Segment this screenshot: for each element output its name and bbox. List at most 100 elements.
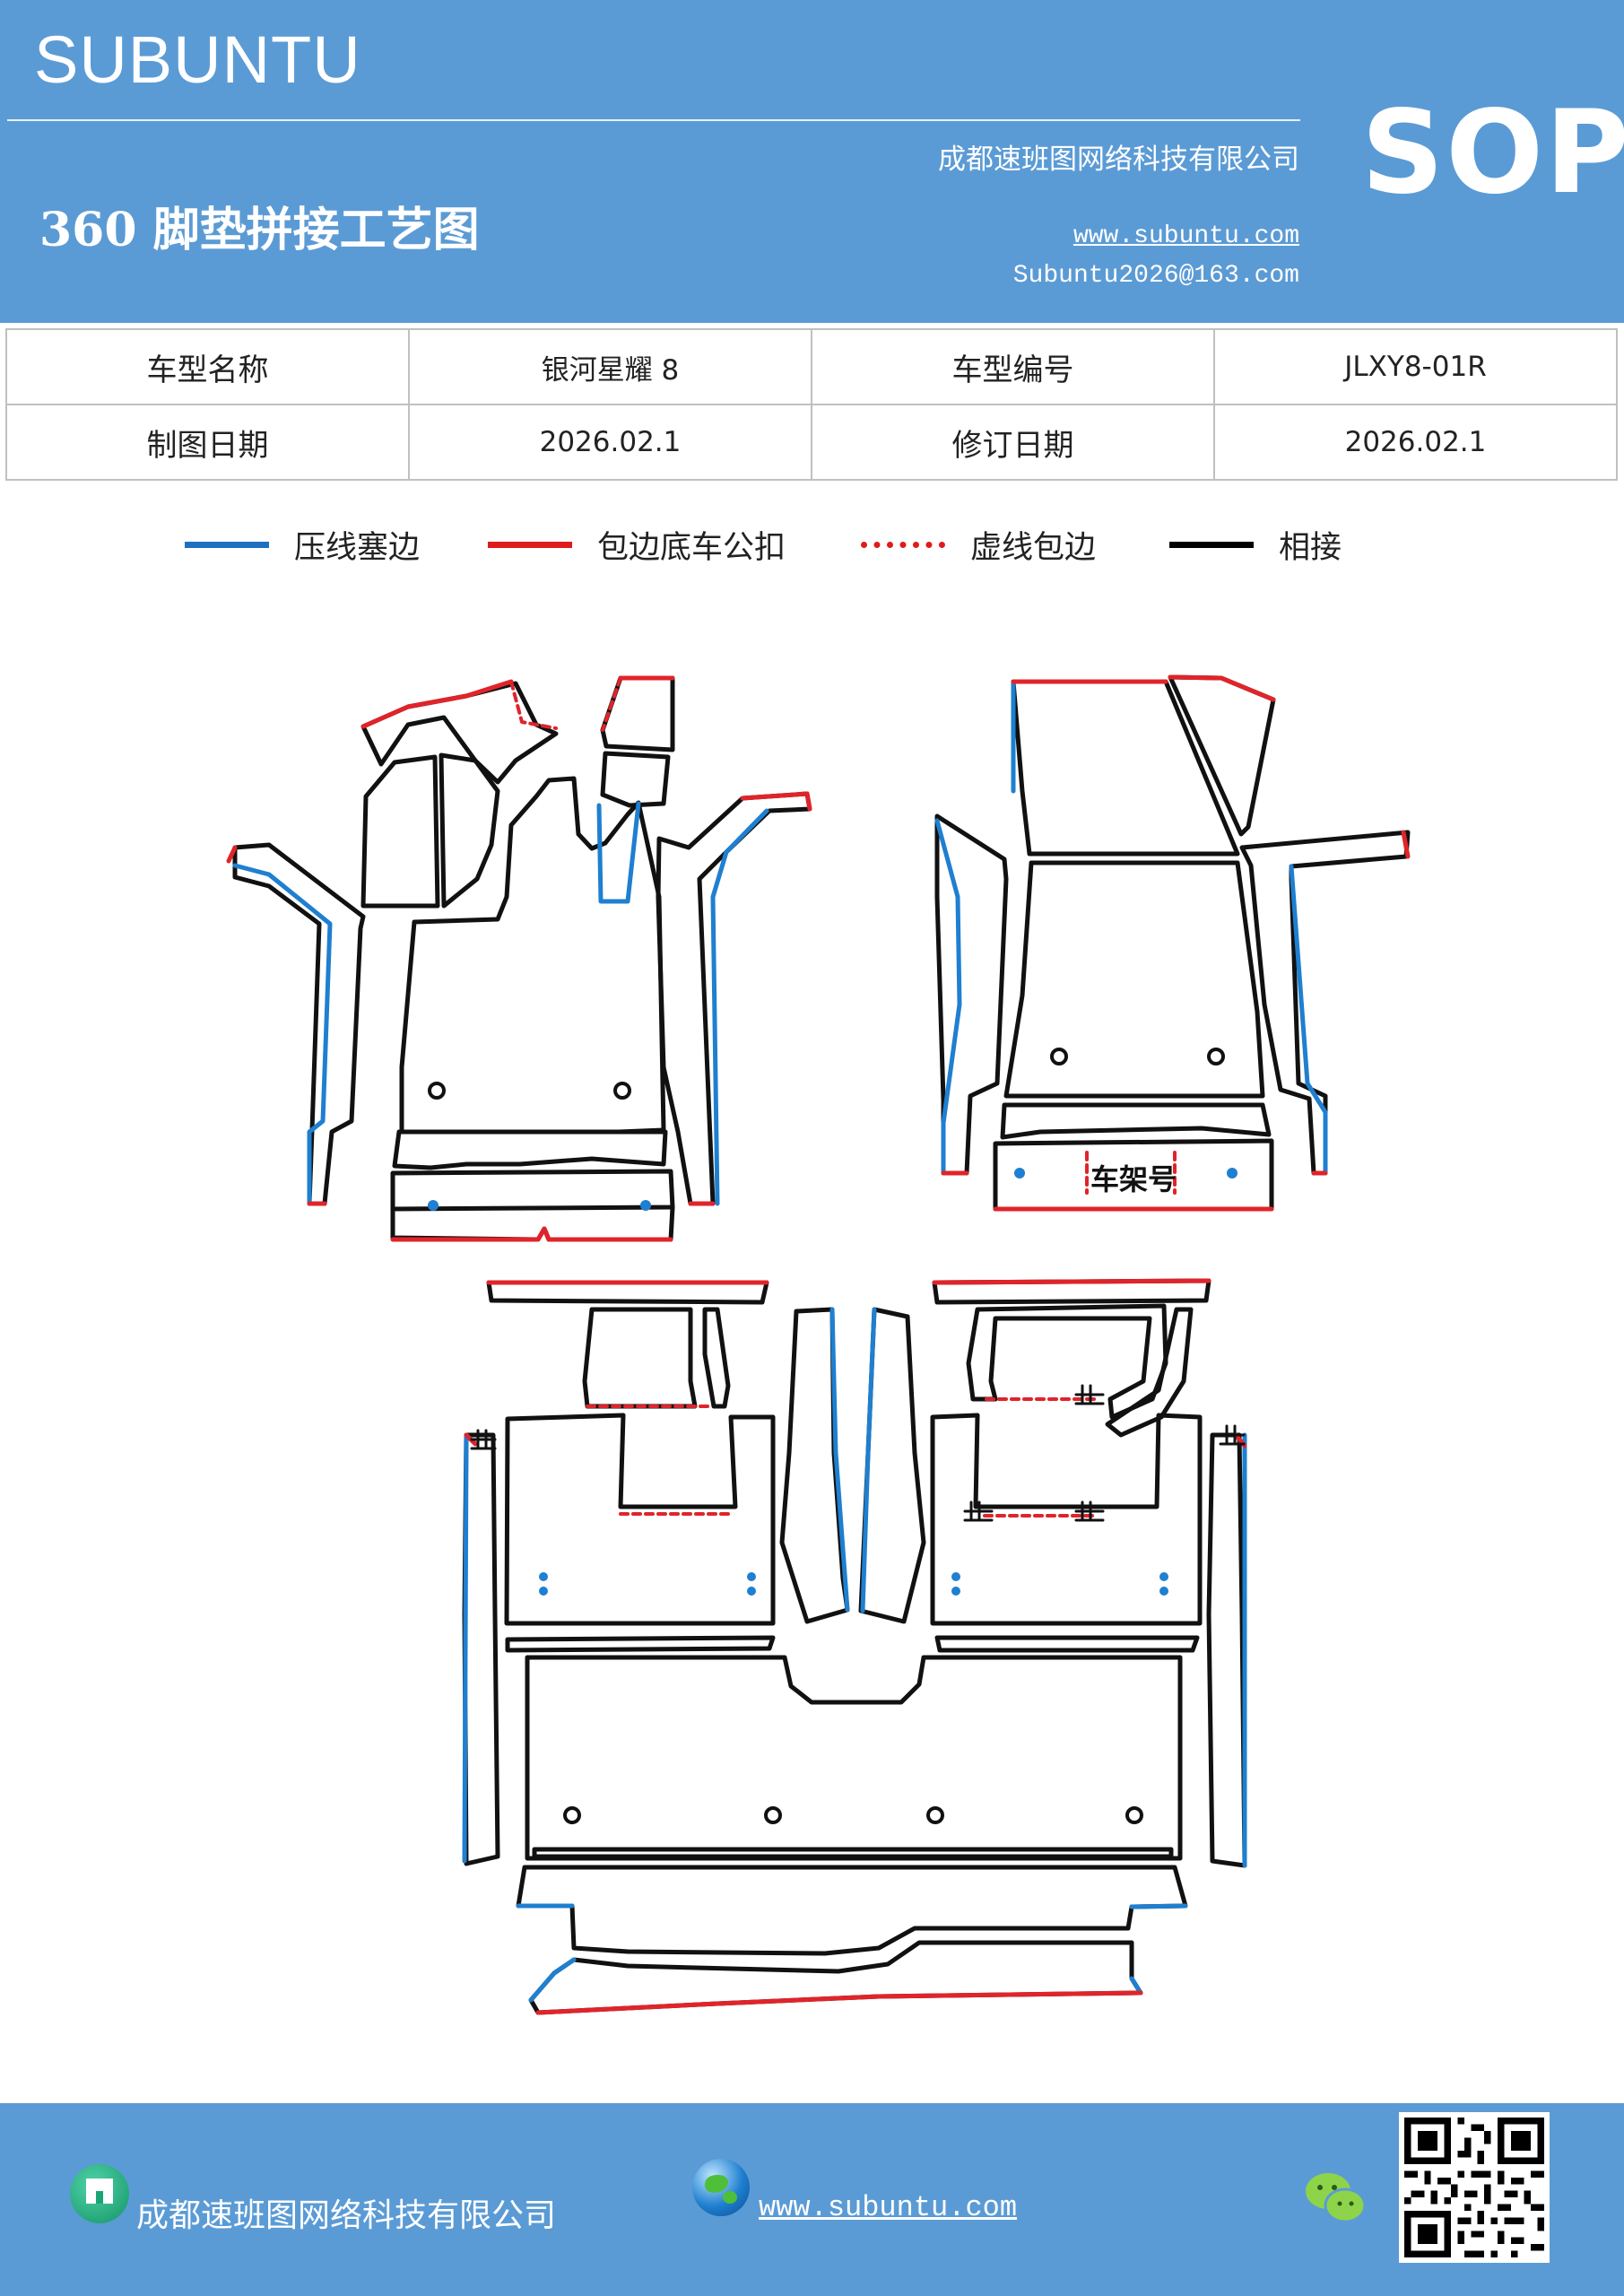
joint-marker-icon xyxy=(470,1429,497,1450)
table-row: 车型名称 银河星耀 8 车型编号 JLXY8-01R xyxy=(5,328,1618,405)
press-edge xyxy=(1289,864,1328,1176)
press-edge xyxy=(860,1307,877,1613)
press-edge xyxy=(462,1432,469,1864)
joint-markers xyxy=(470,1384,1246,1522)
page-title: 360 脚垫拼接工艺图 xyxy=(39,203,480,257)
mat-rear-left-strip xyxy=(486,1280,769,1305)
header-website-link[interactable]: www.subuntu.com xyxy=(1073,222,1299,250)
mat-rear-left-thin xyxy=(702,1307,731,1409)
press-dot xyxy=(951,1587,960,1596)
press-dot xyxy=(428,1200,439,1211)
qr-code xyxy=(1399,2112,1550,2263)
company-icon xyxy=(70,2164,129,2223)
table-cell-value: 银河星耀 8 xyxy=(408,328,812,405)
footer: 成都速班图网络科技有限公司 www.subuntu.com xyxy=(0,2103,1624,2296)
edge-binding-layer xyxy=(226,674,1411,2015)
info-table: 车型名称 银河星耀 8 车型编号 JLXY8-01R 制图日期 2026.02.… xyxy=(5,328,1618,481)
mat-rear-right-seat xyxy=(930,1413,1203,1626)
mat-piece-top-right xyxy=(600,675,675,752)
mat-piece-wedge xyxy=(439,752,500,909)
clip-hole xyxy=(926,1806,944,1824)
mat-piece-small xyxy=(600,751,671,808)
mat-rear-left-tab xyxy=(582,1307,698,1409)
globe-icon xyxy=(692,2159,750,2216)
legend-swatch xyxy=(185,542,269,548)
footer-company: 成都速班图网络科技有限公司 xyxy=(136,2197,557,2234)
header: SUBUNTU 360 脚垫拼接工艺图 成都速班图网络科技有限公司 www.su… xyxy=(0,0,1624,323)
press-edge xyxy=(528,1957,577,2003)
mat-front-strip xyxy=(390,1205,675,1242)
press-dot xyxy=(747,1572,756,1581)
joint-marker-icon xyxy=(1219,1424,1246,1446)
press-edge xyxy=(596,801,641,904)
clip-hole xyxy=(563,1806,581,1824)
table-cell-value: 2026.02.1 xyxy=(408,404,812,481)
legend-label: 包边底车公扣 xyxy=(597,530,786,566)
mat-rear-left-lip xyxy=(505,1635,776,1653)
brand-logo: SUBUNTU xyxy=(34,22,361,97)
legend: 压线塞边 包边底车公扣 虚线包边 相接 xyxy=(0,522,1624,576)
edge-binding xyxy=(740,791,812,812)
mat-center-strip xyxy=(656,791,812,1206)
press-dot xyxy=(1014,1168,1025,1178)
edge-binding xyxy=(535,1990,1143,2015)
dashed-edge-layer xyxy=(509,676,1177,1518)
legend-item-press: 压线塞边 xyxy=(185,522,420,568)
table-row: 制图日期 2026.02.1 修订日期 2026.02.1 xyxy=(5,404,1618,481)
legend-item-edge: 包边底车公扣 xyxy=(488,522,786,568)
outline-layer xyxy=(232,674,1411,2015)
clip-hole xyxy=(428,1082,446,1100)
joint-marker-icon xyxy=(1074,1500,1105,1522)
table-cell-value: JLXY8-01R xyxy=(1213,328,1618,405)
dashed-edge xyxy=(509,680,558,730)
legend-swatch xyxy=(1169,542,1254,548)
edge-binding xyxy=(1401,830,1411,859)
mat-rear-right-lip xyxy=(934,1635,1200,1653)
press-edge xyxy=(232,863,333,1206)
mat-right-top xyxy=(1011,679,1240,857)
mat-piece-left-panel xyxy=(360,754,440,909)
clip-hole xyxy=(1050,1048,1068,1065)
legend-label: 虚线包边 xyxy=(970,530,1097,566)
legend-item-dashed: 虚线包边 xyxy=(861,522,1096,568)
legend-label: 压线塞边 xyxy=(294,530,421,566)
header-divider xyxy=(7,119,1300,121)
press-dot xyxy=(539,1572,548,1581)
footer-website-link[interactable]: www.subuntu.com xyxy=(759,2191,1018,2224)
edge-binding xyxy=(932,1278,1211,1285)
press-dot xyxy=(951,1572,960,1581)
mat-rear-left-sill xyxy=(462,1432,500,1866)
mat-rear-floor-main xyxy=(525,1655,1183,1861)
mat-right-left-sill xyxy=(934,813,1009,1176)
mat-right-heel xyxy=(1000,1102,1272,1140)
press-dot xyxy=(747,1587,756,1596)
legend-item-joint: 相接 xyxy=(1169,522,1342,568)
press-edge xyxy=(1129,1903,1188,1909)
press-edge xyxy=(710,808,769,1206)
sop-badge: SOP xyxy=(1361,86,1624,220)
qr-code-pattern xyxy=(1404,2118,1544,2257)
table-cell-value: 2026.02.1 xyxy=(1213,404,1618,481)
mat-heel-pad xyxy=(392,1129,668,1170)
clip-hole xyxy=(613,1082,631,1100)
edge-binding xyxy=(360,679,514,729)
clip-hole xyxy=(764,1806,782,1824)
dashed-edge xyxy=(601,676,622,732)
edge-binding xyxy=(226,845,238,864)
legend-swatch xyxy=(488,542,572,548)
press-edge xyxy=(829,1307,850,1613)
header-email: Subuntu2026@163.com xyxy=(1012,262,1299,290)
floor-mat-drawing: 车架号 xyxy=(226,674,1411,2015)
header-company: 成都速班图网络科技有限公司 xyxy=(938,144,1299,176)
mat-rear-floor-line xyxy=(532,1847,1174,1859)
table-cell-label: 车型名称 xyxy=(5,328,410,405)
press-dot xyxy=(640,1200,651,1211)
edge-binding xyxy=(390,1226,673,1242)
wechat-icon[interactable] xyxy=(1304,2170,1367,2227)
mat-rear-left-seat xyxy=(504,1413,776,1626)
clip-hole xyxy=(1207,1048,1225,1065)
mat-rear-right-sill xyxy=(1206,1432,1247,1868)
clip-hole xyxy=(1125,1806,1143,1824)
legend-swatch xyxy=(861,542,945,548)
press-dot xyxy=(1227,1168,1238,1178)
